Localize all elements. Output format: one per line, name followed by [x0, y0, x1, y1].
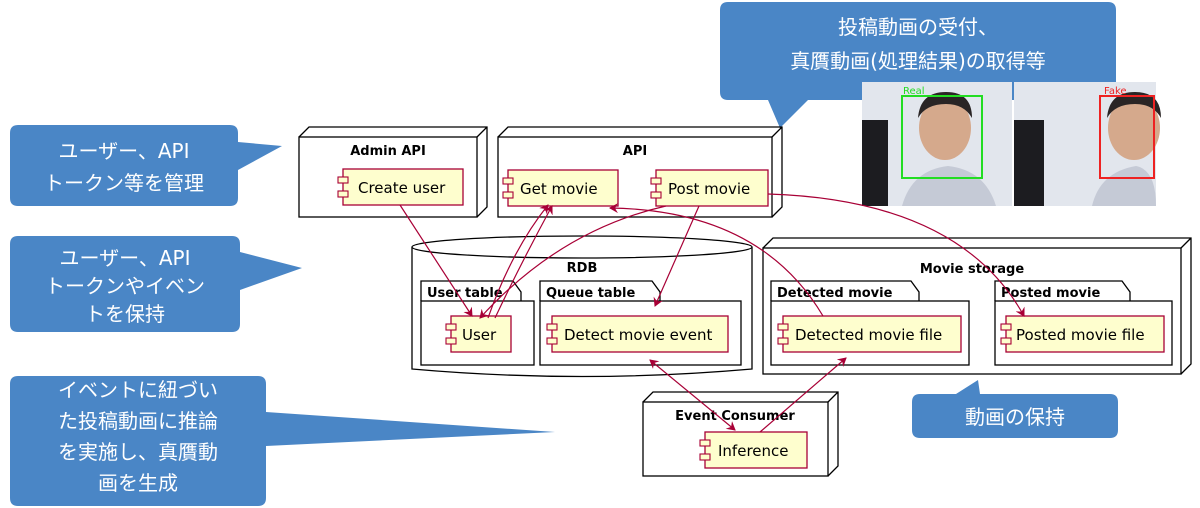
callout-rdb-line-3: トを保持: [85, 302, 165, 326]
callout-inference-line-1: イベントに紐づい: [58, 378, 218, 402]
arrow-post-movie-to-posted-file: [767, 193, 1025, 317]
callout-rdb-line-2: トークンやイベン: [45, 274, 205, 298]
component-create-user[interactable]: Create user: [337, 168, 464, 206]
component-post-movie-label: Post movie: [668, 180, 750, 198]
callout-top-line-2: 真贋動画(処理結果)の取得等: [790, 49, 1046, 73]
arrow-detected-file-to-get-movie: [609, 203, 824, 317]
node-rdb-title: RDB: [567, 261, 598, 276]
callout-inference-line-3: を実施し、真贋動: [58, 440, 218, 464]
callout-inference-line-2: た投稿動画に推論: [58, 409, 218, 433]
component-inference-label: Inference: [718, 442, 789, 460]
monitor-shape: [1014, 120, 1044, 206]
monitor-shape: [862, 120, 888, 206]
face-shape: [1108, 96, 1160, 160]
callout-storage: 動画の保持: [912, 380, 1118, 438]
package-user-table-title: User table: [427, 286, 503, 301]
component-detected-movie-file-label: Detected movie file: [795, 326, 942, 344]
connectors: [399, 193, 1025, 433]
component-posted-movie-file[interactable]: Posted movie file: [1000, 315, 1165, 353]
node-admin-api-title: Admin API: [350, 144, 426, 159]
arrow-inference-to-detected-file: [759, 357, 847, 433]
package-queue-table-title: Queue table: [546, 286, 635, 301]
callout-inference-line-4: 画を生成: [98, 471, 178, 495]
callout-top-line-1: 投稿動画の受付、: [838, 15, 998, 39]
callout-admin-line-2: トークン等を管理: [44, 171, 204, 195]
callout-admin-line-1: ユーザー、API: [58, 139, 189, 163]
face-sample-real: Real: [862, 82, 1012, 206]
face-sample-fake: Fake: [1014, 82, 1161, 206]
face-shape: [919, 96, 971, 160]
arrow-event-inference: [649, 359, 736, 431]
callout-admin: ユーザー、API トークン等を管理: [10, 125, 282, 206]
detection-tag: Fake: [1104, 86, 1127, 97]
hair-shape: [918, 92, 972, 118]
component-detect-movie-event-label: Detect movie event: [564, 326, 712, 344]
component-detected-movie-file[interactable]: Detected movie file: [777, 315, 962, 353]
component-post-movie[interactable]: Post movie: [650, 169, 769, 207]
callout-rdb-line-1: ユーザー、API: [59, 246, 190, 270]
detection-box: [901, 95, 983, 179]
arrow-user-to-get-movie: [487, 204, 549, 319]
package-posted-movie-title: Posted movie: [1001, 286, 1100, 301]
component-detect-movie-event[interactable]: Detect movie event: [546, 315, 729, 353]
arrow-user-to-get-movie-2: [494, 205, 553, 319]
component-get-movie[interactable]: Get movie: [502, 169, 619, 207]
callout-storage-line-1: 動画の保持: [965, 405, 1065, 429]
callout-rdb: ユーザー、API トークンやイベン トを保持: [10, 236, 302, 332]
component-posted-movie-file-label: Posted movie file: [1016, 326, 1145, 344]
detection-tag: Real: [903, 86, 925, 97]
detection-box: [1099, 95, 1155, 179]
callout-inference: イベントに紐づい た投稿動画に推論 を実施し、真贋動 画を生成: [10, 376, 555, 506]
hair-shape: [1107, 92, 1161, 118]
component-inference[interactable]: Inference: [699, 431, 808, 469]
component-user-label: User: [462, 326, 497, 344]
node-api-title: API: [623, 144, 647, 159]
package-detected-movie-title: Detected movie: [777, 286, 893, 301]
component-create-user-label: Create user: [358, 179, 446, 197]
shirt-shape: [1092, 166, 1156, 206]
arrow-post-movie-to-event: [653, 205, 700, 307]
component-get-movie-label: Get movie: [520, 180, 598, 198]
arrow-create-user-to-user: [399, 204, 473, 317]
arrow-post-movie-to-user: [479, 205, 667, 319]
node-movie-storage-title: Movie storage: [920, 262, 1025, 277]
shirt-shape: [902, 166, 996, 206]
component-user[interactable]: User: [445, 315, 512, 353]
